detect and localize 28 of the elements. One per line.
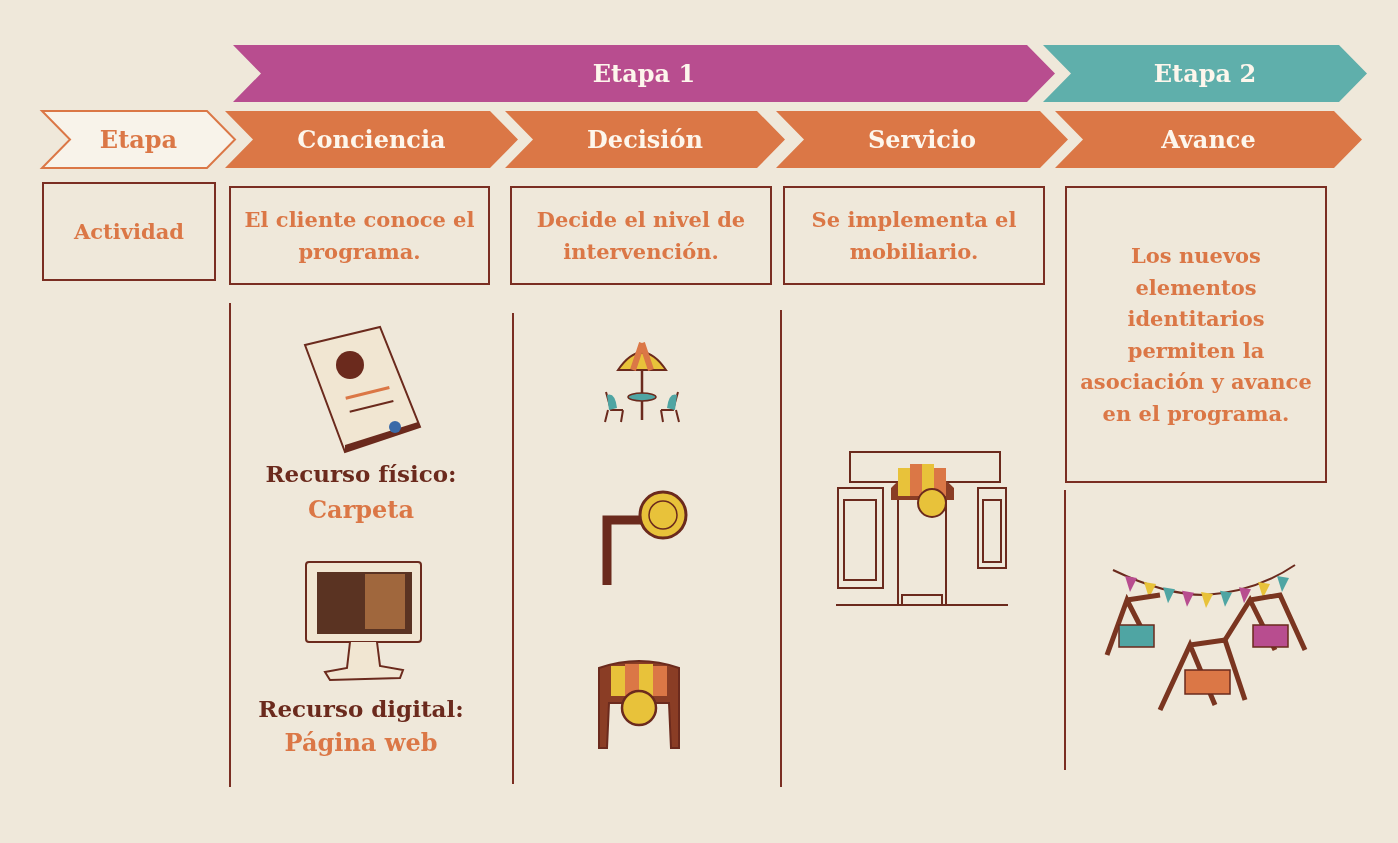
stage-label: Etapa 1 [592, 59, 696, 88]
activity-box [229, 186, 490, 285]
chevron-shape [225, 111, 518, 168]
activity-box [42, 182, 216, 281]
activity-box [783, 186, 1045, 285]
stage-label: Etapa [99, 125, 178, 154]
stage-label: Servicio [867, 125, 976, 154]
chevron-shape [1055, 111, 1362, 168]
activity-box [1065, 186, 1327, 483]
stage-label: Decisión [587, 125, 703, 154]
resource-name: Carpeta [308, 495, 414, 524]
chevron-shape [505, 111, 785, 168]
chevron-shape [1043, 45, 1367, 102]
activity-text: Los nuevos elementos identitarios permiten la asociación y avance en el programa. [1079, 242, 1313, 428]
activity-text: Actividad [74, 217, 184, 246]
chevron-shape [42, 111, 235, 168]
stage-label: Conciencia [297, 125, 446, 154]
stage-label: Avance [1161, 125, 1256, 154]
activity-box [510, 186, 772, 285]
stage-label: Etapa 2 [1153, 59, 1257, 88]
activity-text: Se implementa el mobiliario. [810, 206, 1018, 266]
resource-type: Recurso físico: [265, 460, 457, 487]
resource-name: Página web [284, 728, 438, 757]
resource-type: Recurso digital: [258, 695, 464, 722]
chevron-shape [776, 111, 1068, 168]
activity-text: El cliente conoce el programa. [243, 206, 476, 266]
chevron-shape [233, 45, 1055, 102]
activity-text: Decide el nivel de intervención. [535, 206, 747, 266]
